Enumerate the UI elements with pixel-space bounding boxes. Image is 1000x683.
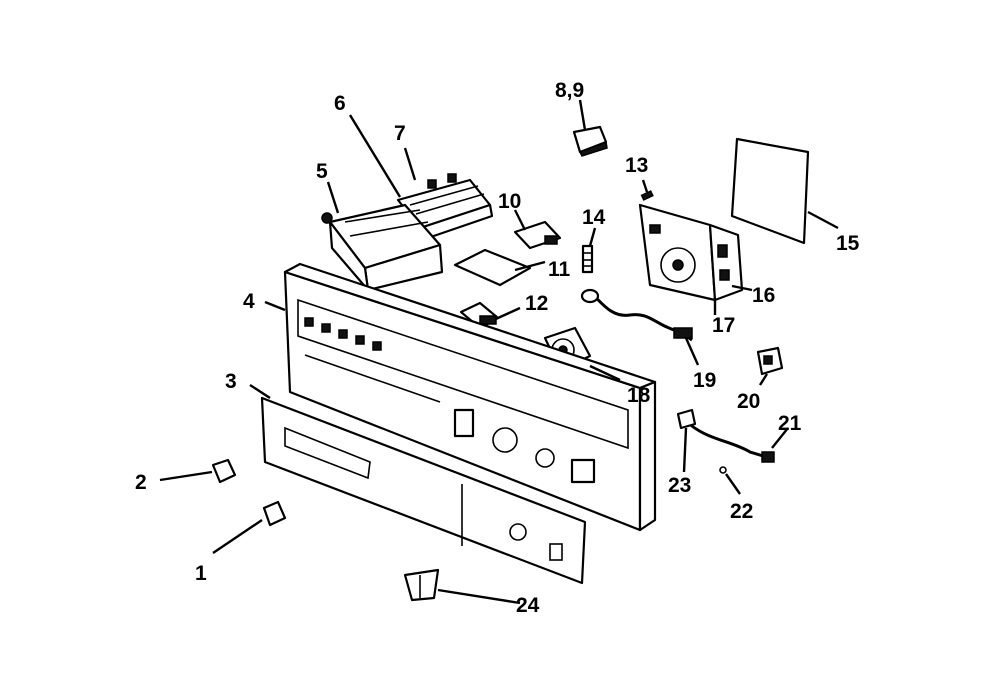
part-20-switch (756, 346, 784, 376)
callout-11: 11 (548, 258, 571, 281)
callout-22: 22 (730, 500, 753, 523)
part-1-cap (262, 500, 287, 527)
part-23-connector (676, 408, 697, 430)
callout-4: 4 (243, 290, 255, 313)
part-16-timer (638, 203, 744, 302)
part-8-9-button (572, 125, 608, 157)
part-24-knob (403, 568, 440, 602)
part-3-fascia-panel (260, 396, 587, 585)
callout-5: 5 (316, 160, 328, 183)
callout-24: 24 (516, 594, 540, 617)
part-22-nut (719, 466, 727, 474)
callout-8-9: 8,9 (555, 79, 584, 102)
callout-labels: 1 2 3 4 5 6 7 8,9 10 11 12 13 14 15 16 1… (135, 79, 860, 617)
part-10-clip (513, 220, 562, 250)
callout-12: 12 (525, 292, 548, 315)
callout-23: 23 (668, 474, 691, 497)
part-7-switch-bank (396, 173, 494, 242)
part-5-switch-housing (321, 203, 444, 292)
part-15-gasket (730, 137, 810, 245)
callout-2: 2 (135, 471, 147, 494)
callout-13: 13 (625, 154, 648, 177)
callout-1: 1 (195, 562, 207, 585)
callout-19: 19 (693, 369, 716, 392)
callout-14: 14 (582, 206, 606, 229)
part-4-control-panel (283, 262, 657, 532)
part-11-plate (453, 248, 532, 287)
part-21-wire (683, 418, 775, 463)
part-2-cap (211, 458, 237, 484)
part-19-wire-harness (580, 288, 693, 342)
leader-lines (159, 99, 839, 605)
callout-20: 20 (737, 390, 760, 413)
callout-21: 21 (778, 412, 802, 435)
callout-3: 3 (225, 370, 237, 393)
part-14-spring (581, 244, 594, 274)
callout-15: 15 (836, 232, 860, 255)
callout-10: 10 (498, 190, 521, 213)
part-13-screw (640, 190, 654, 201)
callout-6: 6 (334, 92, 346, 115)
callout-18: 18 (627, 384, 651, 407)
callout-7: 7 (394, 122, 406, 145)
callout-17: 17 (712, 314, 735, 337)
callout-16: 16 (752, 284, 775, 307)
